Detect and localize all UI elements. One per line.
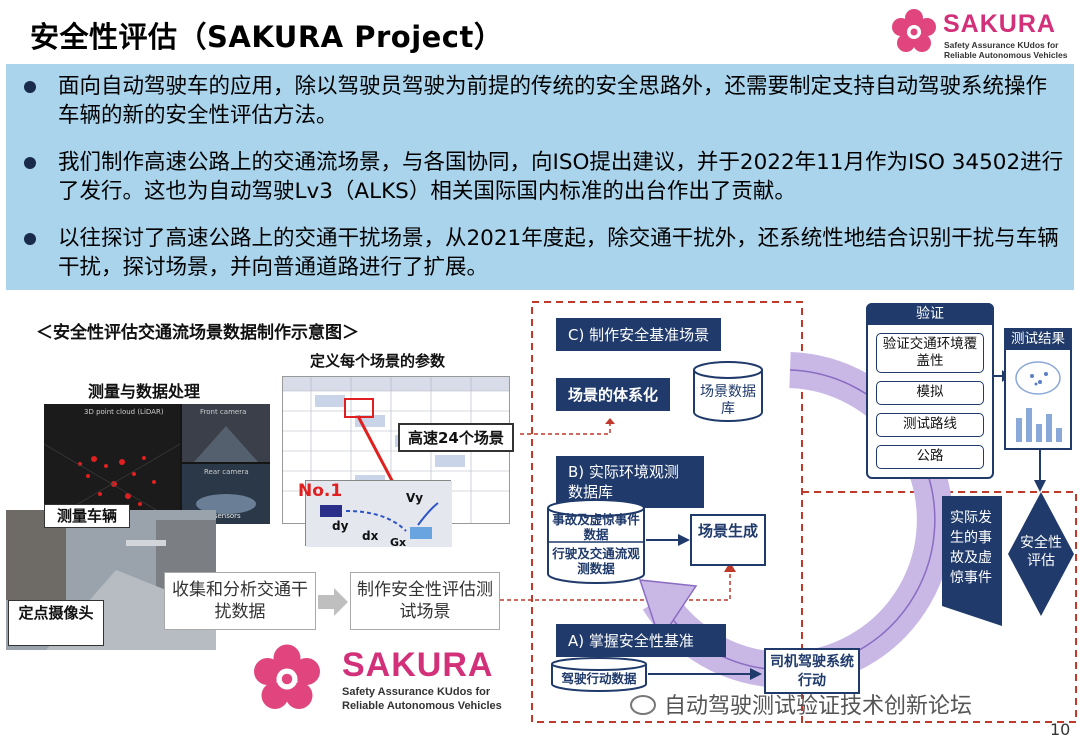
- footer-logo-brand: SAKURA: [342, 646, 494, 684]
- bullet-dot-icon: [24, 233, 36, 245]
- lane-change-sketch: [306, 481, 452, 547]
- safety-eval-label: 安全性评估: [1020, 535, 1062, 569]
- driving-data-label: 驾驶行动数据: [561, 671, 637, 686]
- arrow-to-generation: [646, 534, 690, 546]
- accident-db-label: 事故及虚惊事件数据: [552, 512, 640, 542]
- logo-tagline-2: Reliable Autonomous Vehicles: [944, 50, 1068, 60]
- sakura-flower-icon: [254, 644, 320, 709]
- bullet-text: 以往探讨了高速公路上的交通干扰场景，从2021年度起，除交通干扰外，还系统性地结…: [58, 226, 1059, 280]
- test-result-panel: 测试结果: [1004, 328, 1072, 450]
- measure-title: 测量与数据处理: [88, 382, 201, 401]
- bullet-dot-icon: [24, 81, 36, 93]
- sakura-flower-icon: [892, 9, 936, 52]
- stage-c-label: C) 制作安全基准场景: [556, 318, 722, 351]
- driver-behavior-box: 司机驾驶系统行动: [764, 648, 860, 694]
- verify-test-route: 测试路线: [876, 413, 984, 437]
- stage-b-label: B) 实际环境观测数据库: [556, 456, 704, 508]
- footer-logo-tagline-1: Safety Assurance KUdos for: [342, 686, 491, 698]
- collect-analyze-box: 收集和分析交通干扰数据: [164, 572, 316, 630]
- verification-header: 验证: [866, 303, 994, 325]
- systemize-label: 场景的体系化: [556, 378, 671, 411]
- sakura-footer-logo: SAKURA Safety Assurance KUdos for Reliab…: [248, 640, 538, 718]
- highway-scenarios-label: 高速24个场景: [398, 423, 514, 452]
- vy-label: Vy: [406, 491, 424, 505]
- scenario-detail: No.1 Vy dy dx Gx: [298, 480, 452, 549]
- scenario-no1: No.1: [298, 481, 343, 501]
- traffic-db-label: 行驶及交通流观测数据: [552, 546, 640, 576]
- diagram-section-title: ＜安全性评估交通流场景数据制作示意图＞: [36, 323, 359, 343]
- stage-a-label: A) 掌握安全性基准: [556, 624, 726, 657]
- dy-label: dy: [332, 519, 349, 533]
- scene-db-label: 场景数据库: [700, 384, 756, 417]
- sakura-logo: SAKURA Safety Assurance KUdos for Reliab…: [888, 6, 1073, 60]
- bullet-box: 面向自动驾驶车的应用，除以驾驶员驾驶为前提的传统的安全思路外，还需要制定支持自动…: [6, 64, 1074, 290]
- verification-panel: 验证 验证交通环境覆盖性 模拟 测试路线 公路: [866, 303, 994, 479]
- verify-highway: 公路: [876, 445, 984, 469]
- camera-tag: 定点摄像头: [8, 600, 104, 646]
- watermark: 自动驾驶测试验证技术创新论坛: [630, 688, 972, 720]
- safety-eval-diamond: [1008, 492, 1074, 616]
- front-camera-caption: Front camera: [200, 408, 247, 416]
- test-result-header: 测试结果: [1004, 328, 1072, 350]
- connector-make: [500, 562, 736, 601]
- page-title: 安全性评估（SAKURA Project）: [30, 20, 504, 54]
- rear-camera-caption: Rear camera: [204, 468, 249, 476]
- verify-coverage: 验证交通环境覆盖性: [876, 333, 984, 373]
- scene-db-icon: [693, 361, 763, 422]
- driving-data-icon: [551, 657, 647, 692]
- bullet-text: 面向自动驾驶车的应用，除以驾驶员驾驶为前提的传统的安全思路外，还需要制定支持自动…: [58, 74, 1048, 128]
- page-number: 10: [1050, 720, 1071, 739]
- scene-generation-box: 场景生成: [690, 514, 766, 566]
- bullet-text: 我们制作高速公路上的交通流场景，与各国协同，向ISO提出建议，并于2022年11…: [58, 150, 1064, 204]
- arrow-to-driver: [648, 668, 762, 680]
- wechat-icon: [630, 695, 656, 715]
- params-title: 定义每个场景的参数: [310, 352, 446, 370]
- gx-label: Gx: [390, 536, 407, 549]
- logo-brand: SAKURA: [943, 10, 1056, 38]
- real-events-label: 实际发生的事故及虚惊事件: [950, 510, 992, 586]
- lidar-caption: 3D point cloud (LiDAR): [84, 408, 164, 416]
- result-charts-icon: [1015, 361, 1062, 442]
- footer-logo-tagline-2: Reliable Autonomous Vehicles: [342, 700, 502, 712]
- dx-label: dx: [362, 529, 379, 543]
- make-scenario-box: 制作安全性评估测试场景: [350, 572, 500, 630]
- vehicle-tag: 测量车辆: [44, 504, 130, 528]
- right-arrow-icon: [318, 588, 348, 616]
- bullet-dot-icon: [24, 157, 36, 169]
- real-events-banner: [942, 496, 1002, 626]
- arrow-to-eval: [1034, 450, 1046, 492]
- logo-tagline-1: Safety Assurance KUdos for: [944, 40, 1059, 50]
- connector-highway: [520, 418, 615, 435]
- watermark-text: 自动驾驶测试验证技术创新论坛: [664, 694, 973, 719]
- verify-simulation: 模拟: [876, 381, 984, 405]
- real-world-db-icon: [547, 499, 645, 584]
